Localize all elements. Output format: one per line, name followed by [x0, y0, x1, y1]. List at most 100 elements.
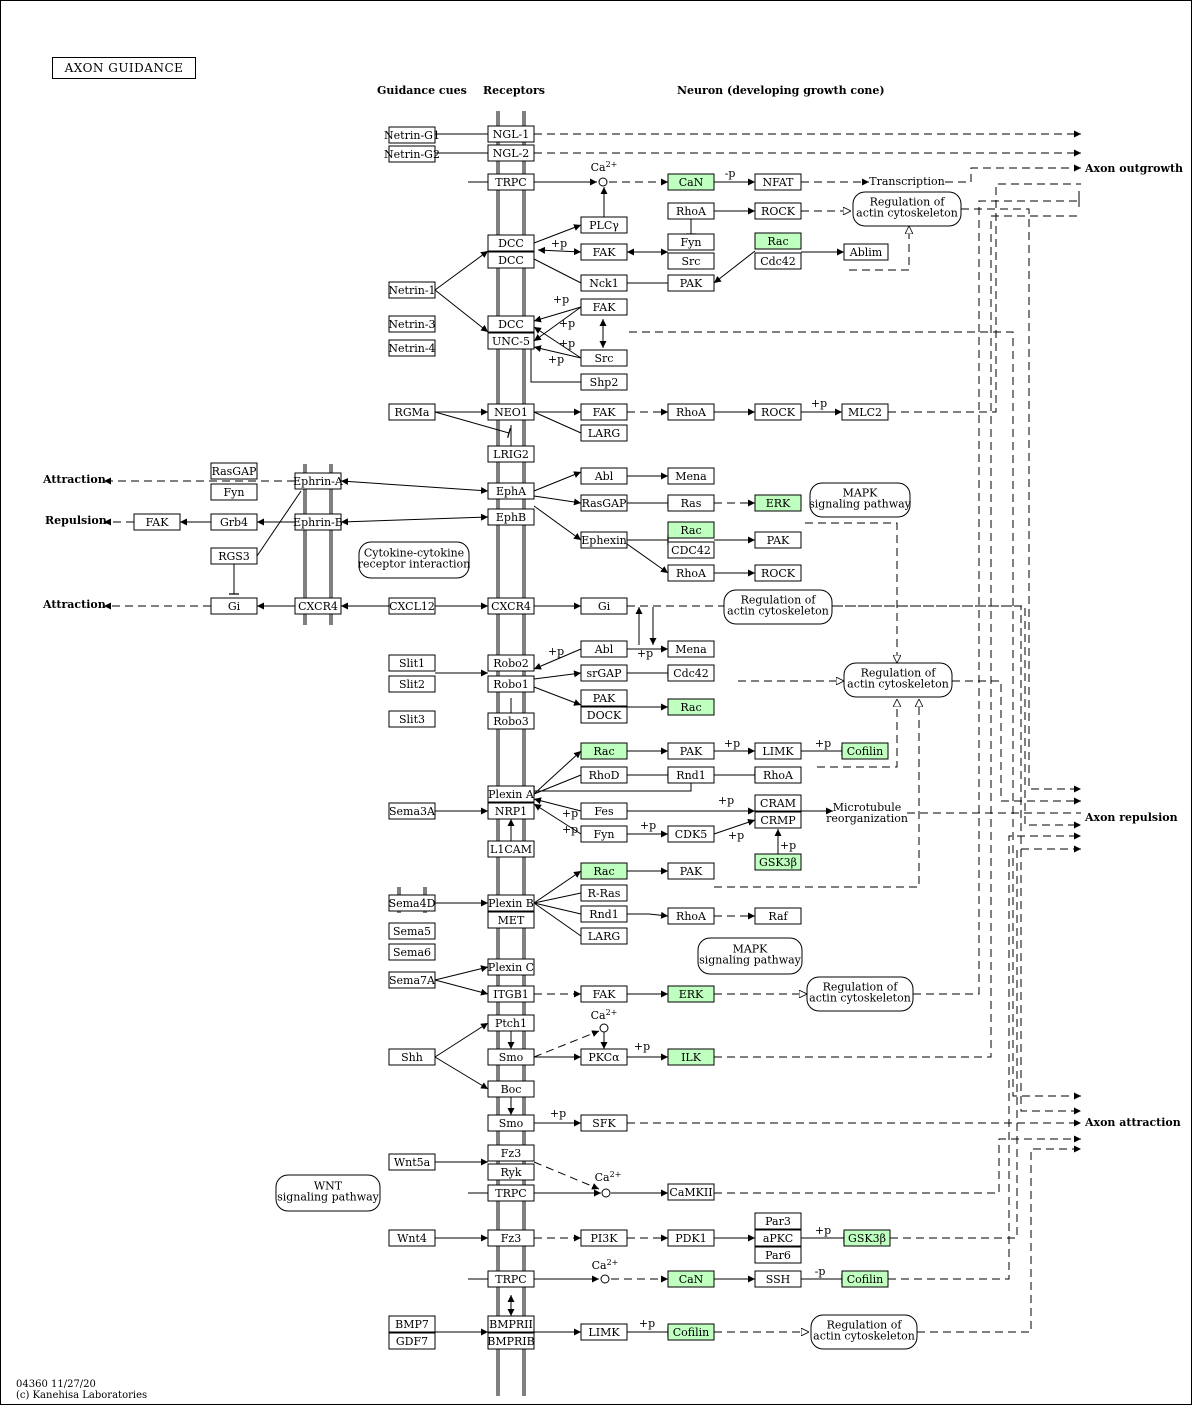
gene-node-fak[interactable]: FAK [580, 243, 628, 261]
gene-node-bmprii[interactable]: BMPRII [487, 1315, 535, 1333]
gene-node-smo[interactable]: Smo [487, 1048, 535, 1066]
gene-node-cofilin[interactable]: Cofilin [841, 742, 889, 760]
gene-node-erk[interactable]: ERK [754, 494, 802, 512]
gene-node-sema6[interactable]: Sema6 [388, 943, 436, 961]
gene-node-cxcr4[interactable]: CXCR4 [487, 597, 535, 615]
gene-node-wnt4[interactable]: Wnt4 [388, 1229, 436, 1247]
gene-node-fak[interactable]: FAK [133, 513, 181, 531]
gene-node-nrp1[interactable]: NRP1 [487, 802, 535, 820]
gene-node-plexin-a[interactable]: Plexin A [487, 785, 535, 803]
gene-node-rac[interactable]: Rac [667, 698, 715, 716]
gene-node-netrin-g2[interactable]: Netrin-G2 [384, 145, 440, 163]
gene-node-robo1[interactable]: Robo1 [487, 675, 535, 693]
gene-node-pkc-[interactable]: PKCα [580, 1048, 628, 1066]
gene-node-dock[interactable]: DOCK [580, 706, 628, 724]
gene-node-ablim[interactable]: Ablim [843, 243, 889, 261]
gene-node-crmp[interactable]: CRMP [754, 811, 802, 829]
gene-node-slit1[interactable]: Slit1 [388, 654, 436, 672]
gene-node-can[interactable]: CaN [667, 173, 715, 191]
gene-node-slit2[interactable]: Slit2 [388, 675, 436, 693]
gene-node-cdc42[interactable]: Cdc42 [667, 664, 715, 682]
gene-node-ephexin[interactable]: Ephexin [580, 531, 628, 549]
gene-node-rhoa[interactable]: RhoA [754, 766, 802, 784]
gene-node-itgb1[interactable]: ITGB1 [487, 985, 535, 1003]
gene-node-rhoa[interactable]: RhoA [667, 202, 715, 220]
gene-node-lrig2[interactable]: LRIG2 [487, 445, 535, 463]
gene-node-cofilin[interactable]: Cofilin [841, 1270, 889, 1288]
gene-node-smo[interactable]: Smo [487, 1114, 535, 1132]
gene-node-dcc[interactable]: DCC [487, 234, 535, 252]
gene-node-larg[interactable]: LARG [580, 424, 628, 442]
gene-node-rhoa[interactable]: RhoA [667, 907, 715, 925]
gene-node-rhoa[interactable]: RhoA [667, 564, 715, 582]
gene-node-cxcr4[interactable]: CXCR4 [294, 597, 342, 615]
gene-node-mena[interactable]: Mena [667, 467, 715, 485]
gene-node-ssh[interactable]: SSH [754, 1270, 802, 1288]
gene-node-rnd1[interactable]: Rnd1 [580, 905, 628, 923]
gene-node-shp2[interactable]: Shp2 [580, 373, 628, 391]
gene-node-raf[interactable]: Raf [754, 907, 802, 925]
gene-node-rock[interactable]: ROCK [754, 202, 802, 220]
gene-node-sfk[interactable]: SFK [580, 1114, 628, 1132]
gene-node-abl[interactable]: Abl [580, 640, 628, 658]
gene-node-ngl-1[interactable]: NGL-1 [487, 125, 535, 143]
gene-node-rhoa[interactable]: RhoA [667, 403, 715, 421]
gene-node-cxcl12[interactable]: CXCL12 [388, 597, 436, 615]
gene-node-bmp7[interactable]: BMP7 [388, 1315, 436, 1333]
gene-node-grb4[interactable]: Grb4 [210, 513, 258, 531]
gene-node-larg[interactable]: LARG [580, 927, 628, 945]
gene-node-pak[interactable]: PAK [667, 862, 715, 880]
gene-node-ephb[interactable]: EphB [487, 508, 535, 526]
gene-node-ilk[interactable]: ILK [667, 1048, 715, 1066]
gene-node-rock[interactable]: ROCK [754, 564, 802, 582]
gene-node-apkc[interactable]: aPKC [754, 1229, 802, 1247]
gene-node-can[interactable]: CaN [667, 1270, 715, 1288]
gene-node-ptch1[interactable]: Ptch1 [487, 1014, 535, 1032]
gene-node-shh[interactable]: Shh [388, 1048, 436, 1066]
gene-node-wnt5a[interactable]: Wnt5a [388, 1153, 436, 1171]
gene-node-fyn[interactable]: Fyn [210, 483, 258, 501]
gene-node-fak[interactable]: FAK [580, 298, 628, 316]
gene-node-sema4d[interactable]: Sema4D [388, 894, 436, 912]
gene-node-met[interactable]: MET [487, 911, 535, 929]
gene-node-rock[interactable]: ROCK [754, 403, 802, 421]
gene-node-gsk3-[interactable]: GSK3β [754, 853, 802, 871]
gene-node-fak[interactable]: FAK [580, 985, 628, 1003]
gene-node-fyn[interactable]: Fyn [667, 233, 715, 251]
gene-node-plexin-c[interactable]: Plexin C [487, 958, 535, 976]
gene-node-ephrin-b[interactable]: Ephrin-B [293, 513, 343, 531]
gene-node-rnd1[interactable]: Rnd1 [667, 766, 715, 784]
gene-node-cdk5[interactable]: CDK5 [667, 825, 715, 843]
gene-node-pak[interactable]: PAK [667, 274, 715, 292]
gene-node-pak[interactable]: PAK [580, 689, 628, 707]
gene-node-gsk3-[interactable]: GSK3β [843, 1229, 891, 1247]
gene-node-pdk1[interactable]: PDK1 [667, 1229, 715, 1247]
gene-node-netrin-g1[interactable]: Netrin-G1 [384, 126, 440, 144]
gene-node-src[interactable]: Src [580, 349, 628, 367]
gene-node-boc[interactable]: Boc [487, 1080, 535, 1098]
gene-node-cram[interactable]: CRAM [754, 794, 802, 812]
gene-node-l1cam[interactable]: L1CAM [487, 840, 535, 858]
gene-node-rac[interactable]: Rac [667, 521, 715, 539]
gene-node-abl[interactable]: Abl [580, 467, 628, 485]
gene-node-rac[interactable]: Rac [580, 742, 628, 760]
gene-node-dcc[interactable]: DCC [487, 315, 535, 333]
gene-node-nck1[interactable]: Nck1 [580, 274, 628, 292]
gene-node-robo2[interactable]: Robo2 [487, 654, 535, 672]
gene-node-cdc42[interactable]: CDC42 [667, 541, 715, 559]
gene-node-sema5[interactable]: Sema5 [388, 922, 436, 940]
gene-node-pak[interactable]: PAK [754, 531, 802, 549]
gene-node-plexin-b[interactable]: Plexin B [487, 894, 535, 912]
gene-node-src[interactable]: Src [667, 252, 715, 270]
gene-node-slit3[interactable]: Slit3 [388, 710, 436, 728]
gene-node-dcc[interactable]: DCC [487, 251, 535, 269]
gene-node-netrin-3[interactable]: Netrin-3 [388, 315, 436, 333]
gene-node-neo1[interactable]: NEO1 [487, 403, 535, 421]
gene-node-sema7a[interactable]: Sema7A [388, 971, 436, 989]
